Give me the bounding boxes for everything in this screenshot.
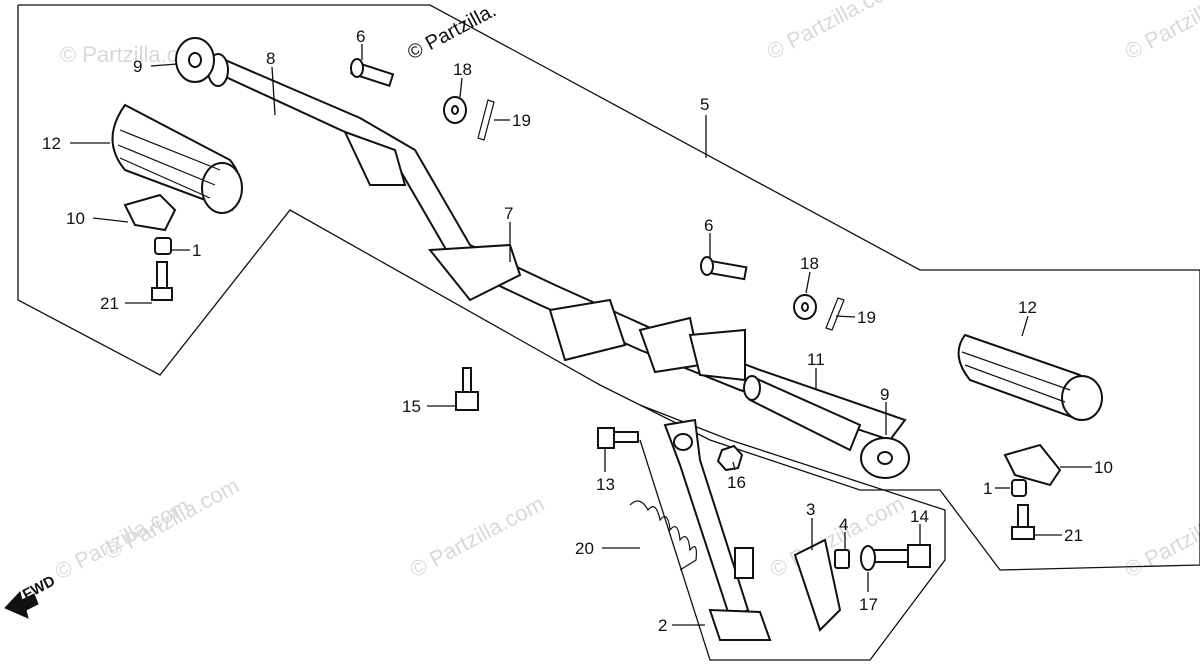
callout-18: 18 [453, 60, 472, 79]
callout-19: 19 [857, 308, 876, 327]
callout-11: 11 [807, 350, 825, 369]
washer [860, 545, 876, 571]
callout-12: 12 [42, 134, 61, 153]
assembly-border-upper [17, 4, 1200, 571]
callout-5: 5 [700, 95, 709, 114]
callout-8: 8 [266, 49, 275, 68]
pin [700, 256, 748, 281]
callout-21: 21 [1064, 526, 1083, 545]
cotter-pin [477, 99, 495, 141]
step-bar [207, 53, 907, 442]
bracket [123, 193, 177, 232]
collar [154, 237, 172, 255]
callout-21: 21 [100, 294, 119, 313]
watermark: © Partzilla.com [1121, 0, 1200, 64]
nut [716, 444, 744, 472]
callout-17: 17 [859, 595, 878, 614]
watermark: © Partzilla. [404, 0, 500, 64]
footpeg-rubber [111, 103, 243, 214]
callout-20: 20 [575, 539, 594, 558]
callout-3: 3 [806, 500, 815, 519]
callout-15: 15 [402, 397, 421, 416]
callout-4: 4 [839, 515, 848, 534]
watermark: © Partzilla.com [1121, 491, 1200, 583]
watermark: © Partzilla.com [763, 0, 906, 64]
callout-10: 10 [1094, 458, 1113, 477]
watermark: © Partzilla.com [406, 491, 549, 583]
callout-1: 1 [983, 479, 992, 498]
peg-shaft [743, 375, 862, 452]
collar [834, 549, 850, 569]
assembly-border-stand [639, 404, 946, 661]
footpeg-rubber [957, 333, 1103, 422]
callout-16: 16 [727, 473, 746, 492]
bolt [867, 544, 931, 568]
callout-9: 9 [133, 57, 142, 76]
callout-13: 13 [596, 475, 615, 494]
pin [350, 58, 395, 88]
cotter-pin [825, 297, 845, 331]
bracket [1003, 443, 1062, 487]
callout-10: 10 [66, 209, 85, 228]
callout-6: 6 [356, 27, 365, 46]
bolt [151, 261, 173, 301]
watermark: © Partzilla.com [101, 473, 244, 565]
callout-19: 19 [512, 111, 531, 130]
pivot-bolt [597, 427, 639, 449]
fwd-label: FWD [20, 572, 58, 603]
collar [1011, 479, 1027, 497]
callout-14: 14 [910, 507, 929, 526]
callout-7: 7 [504, 204, 513, 223]
fwd-arrow-icon [4, 590, 39, 619]
callout-2: 2 [658, 616, 667, 635]
spring [629, 500, 697, 571]
callout-12: 12 [1018, 298, 1037, 317]
callout-6: 6 [704, 216, 713, 235]
callout-1: 1 [192, 241, 201, 260]
callout-18: 18 [800, 254, 819, 273]
side-stand [663, 418, 772, 641]
switch-bracket [793, 538, 842, 632]
callout-9: 9 [880, 385, 889, 404]
bolt-nut [455, 367, 479, 411]
bolt [1011, 504, 1035, 540]
